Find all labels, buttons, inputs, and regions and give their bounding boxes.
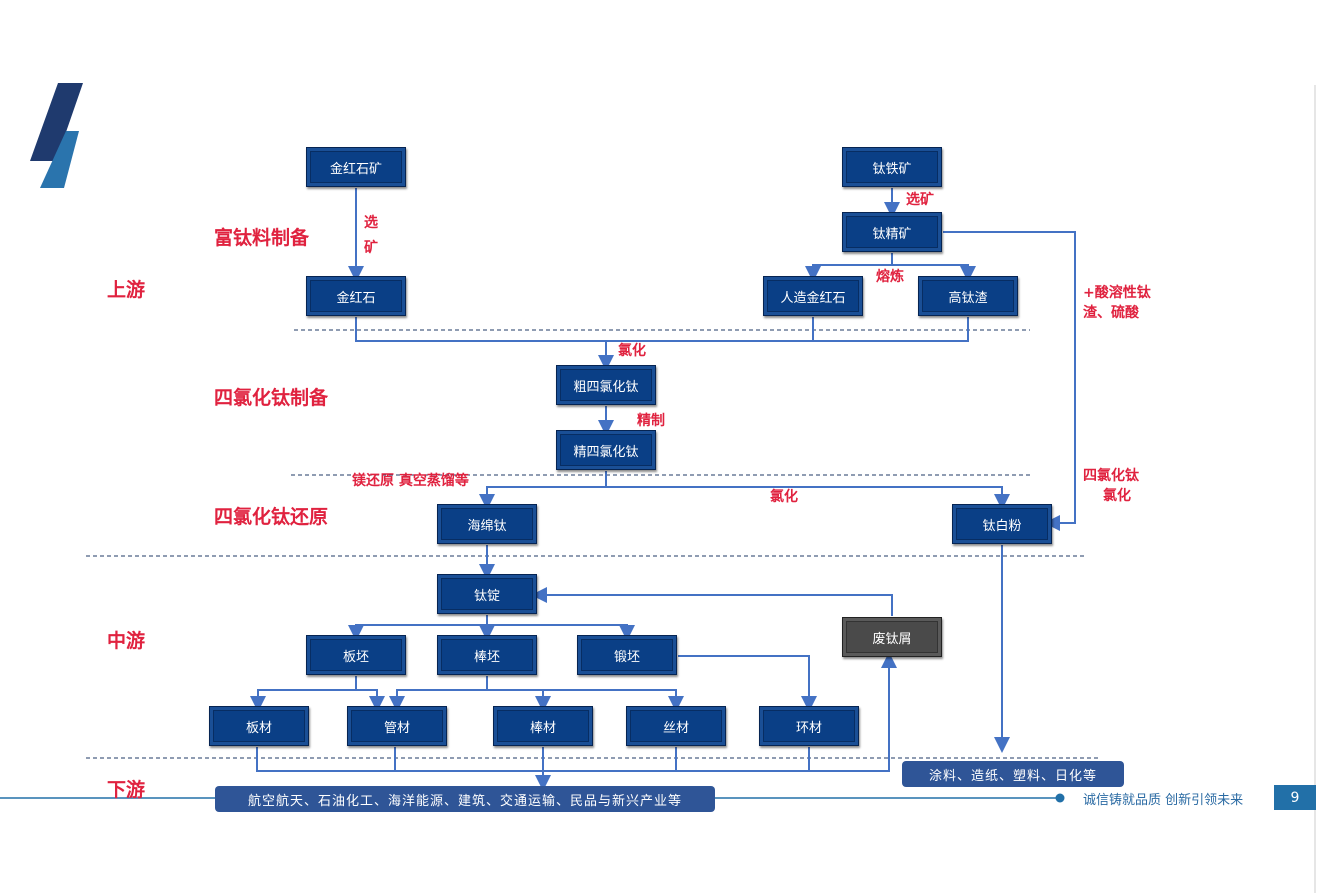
dividers (86, 329, 1100, 759)
page-number: 9 (1274, 785, 1316, 810)
label-beneficiation: 选矿 (906, 192, 934, 208)
stage-upstream: 上游 (107, 279, 146, 301)
stage-rich-ti: 富钛料制备 (214, 227, 310, 249)
label-smelting: 熔炼 (876, 269, 904, 285)
node-forging-billet: 锻坯 (577, 635, 677, 675)
node-tio2: 钛白粉 (952, 504, 1052, 544)
node-ti-concentrate: 钛精矿 (842, 212, 942, 252)
footer-dot (1055, 793, 1065, 803)
label-beneficiation: 矿 (364, 240, 378, 256)
stage-ticl4-prep: 四氯化钛制备 (214, 387, 329, 409)
node-bar: 棒材 (493, 706, 593, 746)
node-high-ti-slag: 高钛渣 (918, 276, 1018, 316)
stage-midstream: 中游 (107, 630, 146, 652)
logo-icon (30, 83, 83, 188)
stage-downstream: 下游 (107, 779, 146, 801)
node-rutile-ore: 金红石矿 (306, 147, 406, 187)
label-ticl4-chlor: 四氯化钛 (1083, 468, 1139, 484)
label-acid: 渣、硫酸 (1083, 305, 1139, 321)
applications-tio2: 涂料、造纸、塑料、日化等 (902, 761, 1124, 787)
label-ticl4-chlor: 氯化 (1103, 488, 1131, 504)
node-ring: 环材 (759, 706, 859, 746)
footer-slogan: 诚信铸就品质 创新引领未来 (1083, 793, 1244, 808)
label-acid: +酸溶性钛 (1083, 285, 1151, 301)
node-wire: 丝材 (626, 706, 726, 746)
label-refining: 精制 (637, 413, 665, 429)
stage-ticl4-reduce: 四氯化钛还原 (214, 506, 329, 528)
label-chlorination: 氯化 (770, 489, 798, 505)
applications-main: 航空航天、石油化工、海洋能源、建筑、交通运输、民品与新兴产业等 (215, 786, 715, 812)
label-chlorination: 氯化 (618, 343, 646, 359)
node-ti-scrap: 废钛屑 (842, 617, 942, 657)
node-ti-ingot: 钛锭 (437, 574, 537, 614)
label-beneficiation: 选 (364, 215, 378, 231)
node-sponge-ti: 海绵钛 (437, 504, 537, 544)
node-synthetic-rutile: 人造金红石 (763, 276, 863, 316)
node-plate: 板材 (209, 706, 309, 746)
node-refined-ticl4: 精四氯化钛 (556, 430, 656, 470)
node-slab: 板坯 (306, 635, 406, 675)
node-rutile: 金红石 (306, 276, 406, 316)
label-mg-reduction: 镁还原 真空蒸馏等 (352, 473, 469, 489)
node-ilmenite: 钛铁矿 (842, 147, 942, 187)
node-tube: 管材 (347, 706, 447, 746)
node-bar-billet: 棒坯 (437, 635, 537, 675)
node-crude-ticl4: 粗四氯化钛 (556, 365, 656, 405)
